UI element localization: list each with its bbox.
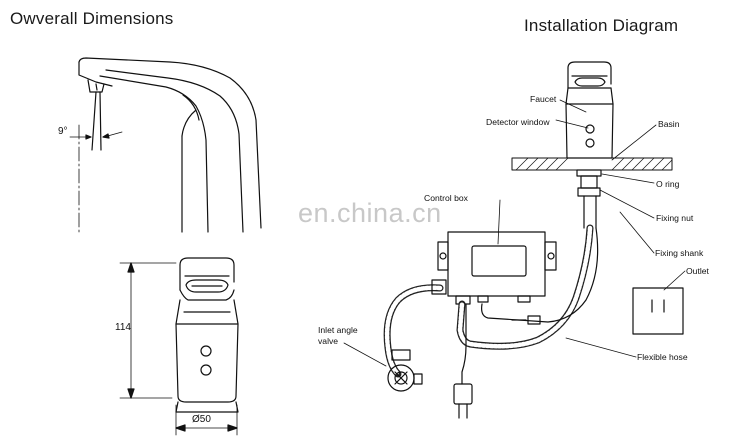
watermark: en.china.cn xyxy=(298,198,442,228)
label-inlet-angle-valve-line1: Inlet angle xyxy=(318,325,358,335)
label-o-ring: O ring xyxy=(656,179,680,189)
label-faucet: Faucet xyxy=(530,94,557,104)
installation-drawing xyxy=(343,61,686,419)
overall-dimensions-title: Owverall Dimensions xyxy=(10,9,174,28)
label-inlet-angle-valve-line2: valve xyxy=(318,336,339,346)
label-control-box: Control box xyxy=(424,193,468,203)
angle-dimension: 9° xyxy=(58,126,68,137)
faucet-side-view xyxy=(69,57,262,233)
height-dimension: 114 xyxy=(115,322,131,333)
label-flexible-hose: Flexible hose xyxy=(637,352,688,362)
label-detector-window: Detector window xyxy=(486,117,550,127)
label-fixing-shank: Fixing shank xyxy=(655,248,704,258)
diameter-dimension: Ø50 xyxy=(192,414,211,425)
label-fixing-nut: Fixing nut xyxy=(656,213,694,223)
installation-diagram-title: Installation Diagram xyxy=(524,16,679,35)
faucet-front-view xyxy=(119,257,239,436)
label-basin: Basin xyxy=(658,119,680,129)
label-outlet: Outlet xyxy=(686,266,709,276)
